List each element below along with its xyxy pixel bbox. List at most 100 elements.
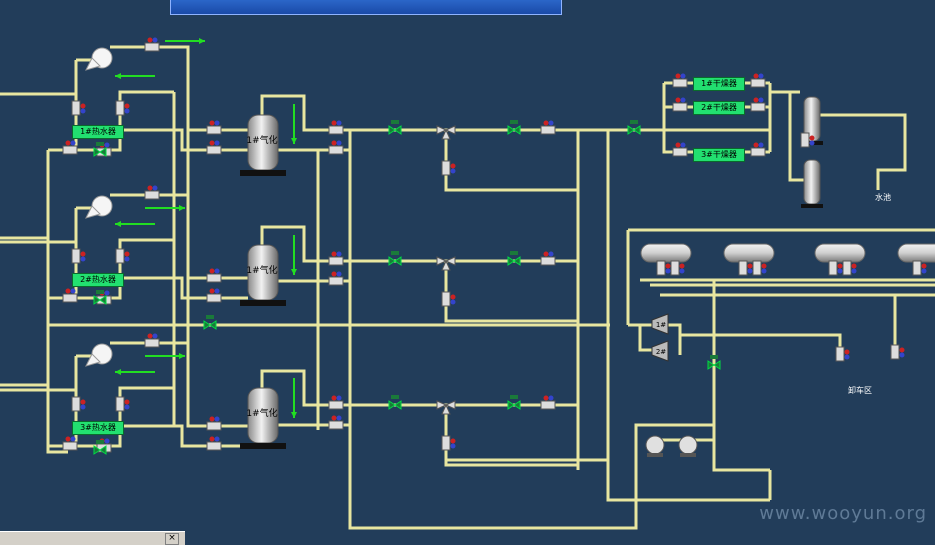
separator-tank-2 — [801, 159, 823, 208]
transfer-pump — [678, 435, 698, 457]
pipe-segment — [248, 94, 578, 132]
valve — [62, 140, 78, 155]
valve — [540, 120, 556, 135]
flow-arrows — [115, 38, 297, 418]
transfer-pump-body — [678, 435, 698, 455]
control-valve — [93, 142, 107, 157]
valve — [672, 97, 688, 112]
valve-body — [328, 125, 344, 135]
storage-tank-4 — [897, 243, 935, 263]
valve — [656, 260, 671, 276]
valve-indicator-blue — [809, 140, 815, 146]
pipe-segment — [788, 130, 810, 182]
valve-indicator-red — [837, 263, 843, 269]
vessels: 1#气化1#气化1#气化1#2# — [240, 96, 935, 449]
valve-indicator-red — [65, 140, 71, 146]
valve-indicator-red — [65, 288, 71, 294]
transfer-pump-base — [647, 453, 663, 457]
valve-body — [62, 293, 78, 303]
vaporizer-base — [240, 300, 286, 306]
valve — [441, 435, 456, 451]
valve-indicator-blue — [214, 288, 220, 294]
valve — [206, 140, 222, 155]
valve-indicator-blue — [851, 268, 857, 274]
valve-indicator-blue — [899, 352, 905, 358]
tee-left — [436, 125, 448, 135]
valve — [144, 37, 160, 52]
tee-right — [444, 125, 456, 135]
compressor-2: 2# — [651, 340, 669, 362]
pipe-segment — [606, 130, 770, 502]
valve-indicator-blue — [548, 395, 554, 401]
valve-body — [328, 420, 344, 430]
valve-body — [328, 145, 344, 155]
valve-indicator-blue — [80, 108, 86, 114]
valve-indicator-red — [543, 251, 549, 257]
valve-body — [206, 441, 222, 451]
valve-indicator-blue — [214, 416, 220, 422]
pump — [85, 47, 113, 71]
flow-arrow-8-head — [291, 269, 297, 275]
tee-left — [436, 400, 448, 410]
flow-arrow-5-head — [179, 353, 185, 359]
pipe-segment — [348, 150, 714, 530]
valve-body — [835, 346, 845, 362]
valve — [144, 185, 160, 200]
valve-indicator-red — [675, 142, 681, 148]
popup-close-button[interactable]: × — [165, 533, 179, 545]
tee-fitting — [436, 400, 456, 415]
tee-down — [441, 259, 451, 271]
compressor-body — [651, 313, 669, 335]
valve — [115, 396, 130, 412]
valve-indicator-blue — [679, 268, 685, 274]
valve-body — [752, 260, 762, 276]
pipe-segment — [628, 323, 682, 355]
valve — [441, 160, 456, 176]
valve — [670, 260, 685, 276]
pipe-segment — [770, 90, 792, 130]
vaporizer-1: 1#气化 — [240, 114, 286, 176]
tee-fitting — [436, 256, 456, 271]
pipe-segment — [0, 240, 78, 298]
heater-3-label: 3#热水器 — [72, 421, 124, 435]
valve — [206, 268, 222, 283]
valve-indicator-blue — [214, 140, 220, 146]
flow-arrow-7-head — [291, 138, 297, 144]
vaporizer-base — [240, 443, 286, 449]
valve-body — [842, 260, 852, 276]
storage-tank-1 — [640, 243, 692, 263]
valve-indicator-red — [899, 347, 905, 353]
control-valve-body — [507, 400, 521, 410]
unloading-area-label: 卸车区 — [848, 386, 872, 395]
valve — [328, 271, 344, 286]
valve — [115, 100, 130, 116]
valve-indicator-red — [753, 97, 759, 103]
valve-indicator-blue — [70, 436, 76, 442]
control-valve-body — [93, 445, 107, 455]
control-valve-body — [707, 360, 721, 370]
valve — [71, 396, 86, 412]
valve-indicator-red — [209, 436, 215, 442]
control-valve-actuator — [206, 315, 214, 319]
compressor-label: 1# — [656, 321, 666, 329]
valve-body — [71, 248, 81, 264]
control-valve — [507, 251, 521, 266]
valve — [206, 436, 222, 451]
valve-body — [750, 78, 766, 88]
valve-body — [912, 260, 922, 276]
control-valve-actuator — [710, 355, 718, 359]
valve-body — [328, 276, 344, 286]
valve-indicator-red — [543, 395, 549, 401]
valve-body — [672, 147, 688, 157]
control-valve-body — [507, 256, 521, 266]
valve-body — [750, 147, 766, 157]
pipe-segment — [444, 130, 578, 192]
valve-indicator-blue — [758, 97, 764, 103]
storage-tank-body — [723, 243, 775, 263]
valve-indicator-blue — [336, 120, 342, 126]
pipe-segment — [444, 405, 578, 467]
dryer-2-label: 2#干燥器 — [693, 101, 745, 115]
valve-indicator-blue — [844, 354, 850, 360]
control-valve-actuator — [96, 440, 104, 444]
